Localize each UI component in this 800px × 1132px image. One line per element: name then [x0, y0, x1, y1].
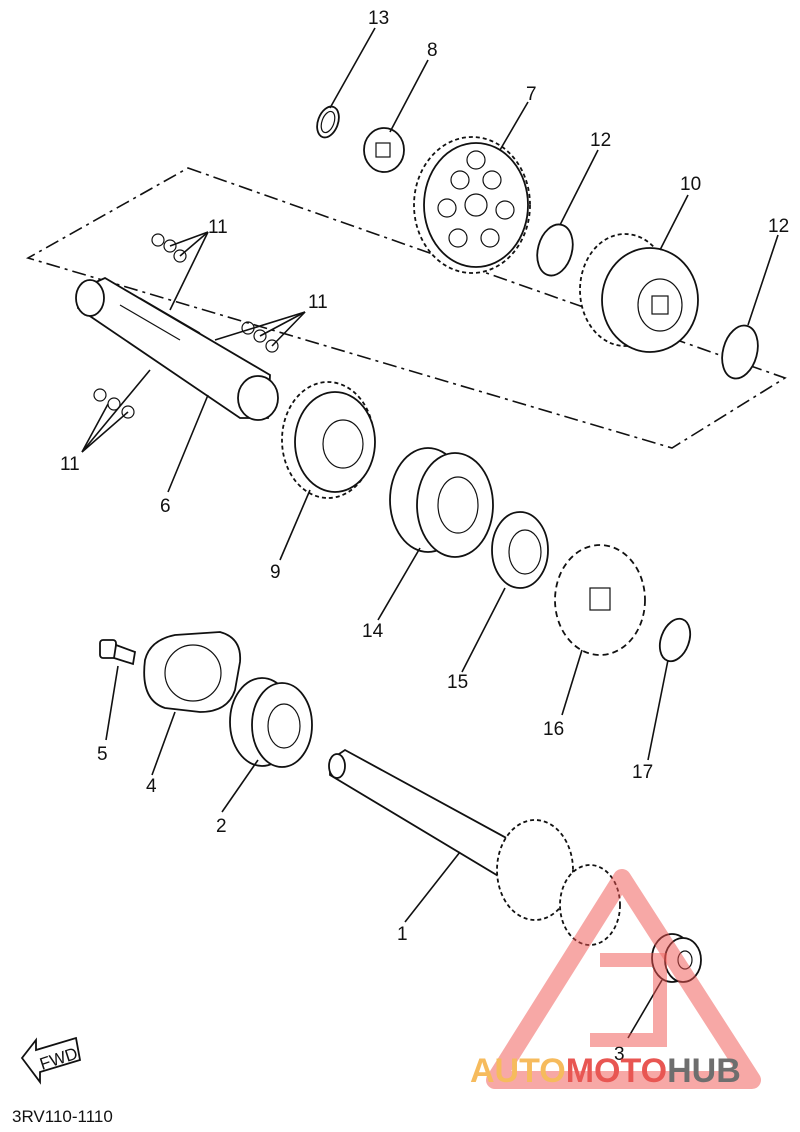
label-6: 6 — [160, 496, 171, 517]
leader-lines — [81, 27, 779, 1039]
part-8-washer — [363, 127, 405, 173]
part-11-balls — [93, 233, 279, 419]
label-4: 4 — [146, 776, 157, 797]
part-9-gear — [281, 381, 376, 499]
part-4-plate — [143, 631, 242, 713]
label-12-second: 12 — [768, 216, 789, 237]
part-15-seal — [491, 511, 549, 589]
label-14: 14 — [362, 621, 384, 642]
watermark-text-moto: MOTO — [566, 1052, 667, 1090]
label-11-left: 11 — [60, 454, 80, 475]
watermark-inner-shape-icon — [590, 953, 667, 1047]
part-5-bolt — [99, 639, 137, 666]
label-16: 16 — [543, 719, 564, 740]
label-13: 13 — [368, 8, 389, 29]
watermark-triangle-icon — [486, 869, 761, 1089]
label-17: 17 — [632, 762, 653, 783]
part-12-ring-2 — [721, 324, 759, 380]
watermark-text-hub: HUB — [667, 1052, 741, 1090]
part-10-gear — [579, 233, 699, 353]
watermark-text-auto: AUTO — [470, 1052, 566, 1090]
label-1: 1 — [397, 924, 408, 945]
label-7: 7 — [526, 84, 537, 105]
label-9: 9 — [270, 562, 281, 583]
label-12: 12 — [590, 130, 611, 151]
part-code: 3RV110-1110 — [12, 1107, 113, 1126]
part-13-circlip — [316, 105, 340, 139]
automotohub-watermark: AUTOMOTOHUB — [470, 869, 761, 1090]
label-10: 10 — [680, 174, 701, 195]
label-3: 3 — [614, 1044, 625, 1065]
part-16-sprocket — [554, 544, 646, 656]
part-7-gear — [413, 136, 531, 274]
label-5: 5 — [97, 744, 108, 765]
part-17-circlip — [658, 617, 692, 663]
part-12-ring — [536, 223, 574, 277]
label-15: 15 — [447, 672, 468, 693]
label-11-right: 11 — [308, 292, 328, 313]
label-11-top: 11 — [208, 217, 228, 238]
assembly-outline — [25, 167, 787, 449]
part-14-bearing — [389, 447, 494, 558]
part-6-shaft — [75, 276, 279, 421]
label-2: 2 — [216, 816, 227, 837]
svg-text:AUTOMOTOHUB: AUTOMOTOHUB — [470, 1052, 741, 1090]
label-8: 8 — [427, 40, 438, 61]
part-1-main-shaft — [328, 748, 621, 946]
fwd-arrow-icon: FWD — [20, 1036, 82, 1085]
part-2-bearing — [229, 677, 313, 768]
